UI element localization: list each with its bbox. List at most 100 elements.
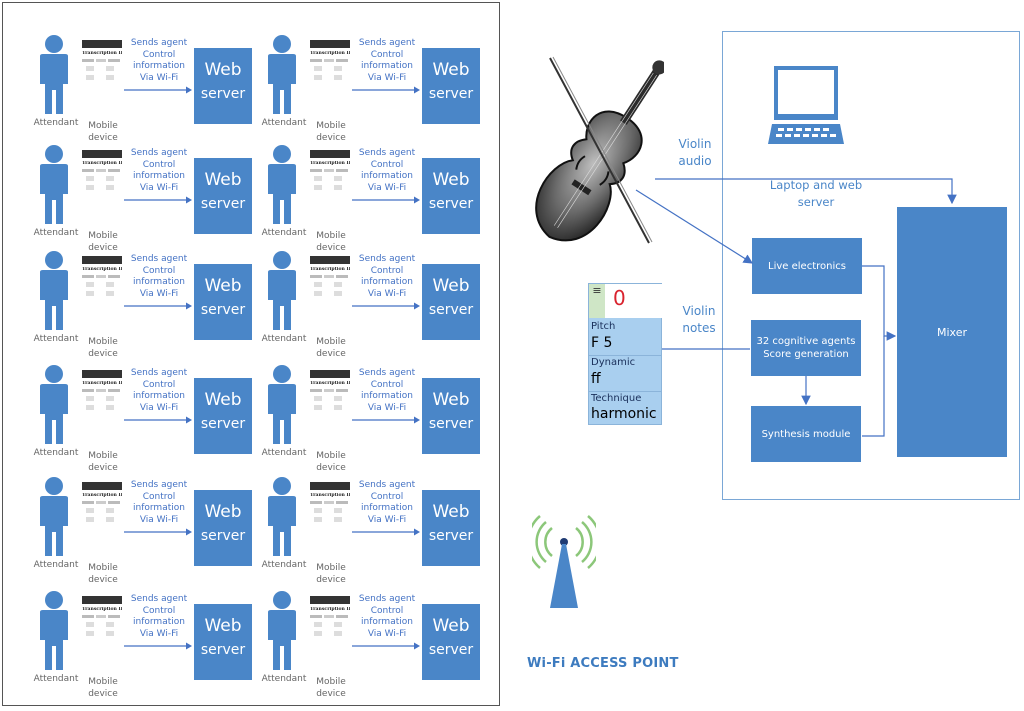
arrow-to-server bbox=[124, 196, 192, 204]
person-icon bbox=[262, 364, 302, 444]
phone-title: Transcription II bbox=[310, 161, 350, 166]
mobile-screen-thumbnail: Transcription II bbox=[310, 40, 350, 92]
wifi-access-point-label: Wi-Fi ACCESS POINT bbox=[527, 656, 679, 671]
pitch-value: F 5 bbox=[591, 335, 613, 351]
mobile-screen-thumbnail: Transcription II bbox=[82, 256, 122, 308]
phone-title: Transcription II bbox=[310, 267, 350, 272]
phone-title: Transcription II bbox=[82, 51, 122, 56]
mobile-screen-thumbnail: Transcription II bbox=[82, 482, 122, 534]
phone-title: Transcription II bbox=[310, 607, 350, 612]
arrow-to-server bbox=[352, 302, 420, 310]
arrow-to-server bbox=[352, 196, 420, 204]
person-icon bbox=[34, 476, 74, 556]
attendant-label: Attendant bbox=[33, 118, 79, 128]
mobile-screen-thumbnail: Transcription II bbox=[310, 150, 350, 202]
phone-title: Transcription II bbox=[82, 493, 122, 498]
attendant-label: Attendant bbox=[261, 560, 307, 570]
mobile-screen-thumbnail: Transcription II bbox=[82, 596, 122, 648]
phone-title: Transcription II bbox=[82, 607, 122, 612]
live-electronics-box: Live electronics bbox=[752, 238, 862, 294]
person-icon bbox=[34, 34, 74, 114]
attendant-label: Attendant bbox=[33, 334, 79, 344]
violin-illustration bbox=[535, 56, 664, 244]
pitch-label: Pitch bbox=[591, 321, 616, 332]
mobile-screen-thumbnail: Transcription II bbox=[82, 40, 122, 92]
attendant-label: Attendant bbox=[261, 118, 307, 128]
phone-title: Transcription II bbox=[310, 493, 350, 498]
arrow-to-server bbox=[352, 416, 420, 424]
arrow-to-server bbox=[124, 86, 192, 94]
technique-value: harmonic bbox=[591, 406, 657, 422]
mixer-box: Mixer bbox=[897, 207, 1007, 457]
dynamic-label: Dynamic bbox=[591, 357, 636, 368]
mobile-screen-thumbnail: Transcription II bbox=[82, 370, 122, 422]
counter-value: 0 bbox=[613, 286, 626, 310]
arrow-to-server bbox=[124, 642, 192, 650]
attendant-label: Attendant bbox=[261, 448, 307, 458]
arrow-to-server bbox=[124, 302, 192, 310]
attendant-label: Attendant bbox=[261, 228, 307, 238]
attendant-label: Attendant bbox=[33, 674, 79, 684]
menu-icon[interactable]: ≡ bbox=[589, 284, 605, 318]
note-info-card: ≡ 0 Pitch F 5 Dynamic ff Technique harmo… bbox=[588, 283, 663, 425]
arrow-to-server bbox=[352, 86, 420, 94]
technique-label: Technique bbox=[591, 393, 642, 404]
phone-title: Transcription II bbox=[82, 381, 122, 386]
mobile-screen-thumbnail: Transcription II bbox=[310, 482, 350, 534]
person-icon bbox=[34, 364, 74, 444]
attendant-label: Attendant bbox=[33, 228, 79, 238]
phone-title: Transcription II bbox=[82, 267, 122, 272]
mobile-screen-thumbnail: Transcription II bbox=[310, 370, 350, 422]
laptop-system-container bbox=[722, 31, 1020, 500]
attendant-label: Attendant bbox=[33, 448, 79, 458]
wifi-access-point-icon bbox=[532, 515, 596, 608]
phone-title: Transcription II bbox=[310, 381, 350, 386]
mobile-screen-thumbnail: Transcription II bbox=[82, 150, 122, 202]
attendant-label: Attendant bbox=[33, 560, 79, 570]
synthesis-module-box: Synthesis module bbox=[751, 406, 861, 462]
phone-title: Transcription II bbox=[310, 51, 350, 56]
person-icon bbox=[262, 250, 302, 330]
arrow-to-server bbox=[124, 528, 192, 536]
attendant-label: Attendant bbox=[261, 674, 307, 684]
arrow-to-server bbox=[352, 528, 420, 536]
